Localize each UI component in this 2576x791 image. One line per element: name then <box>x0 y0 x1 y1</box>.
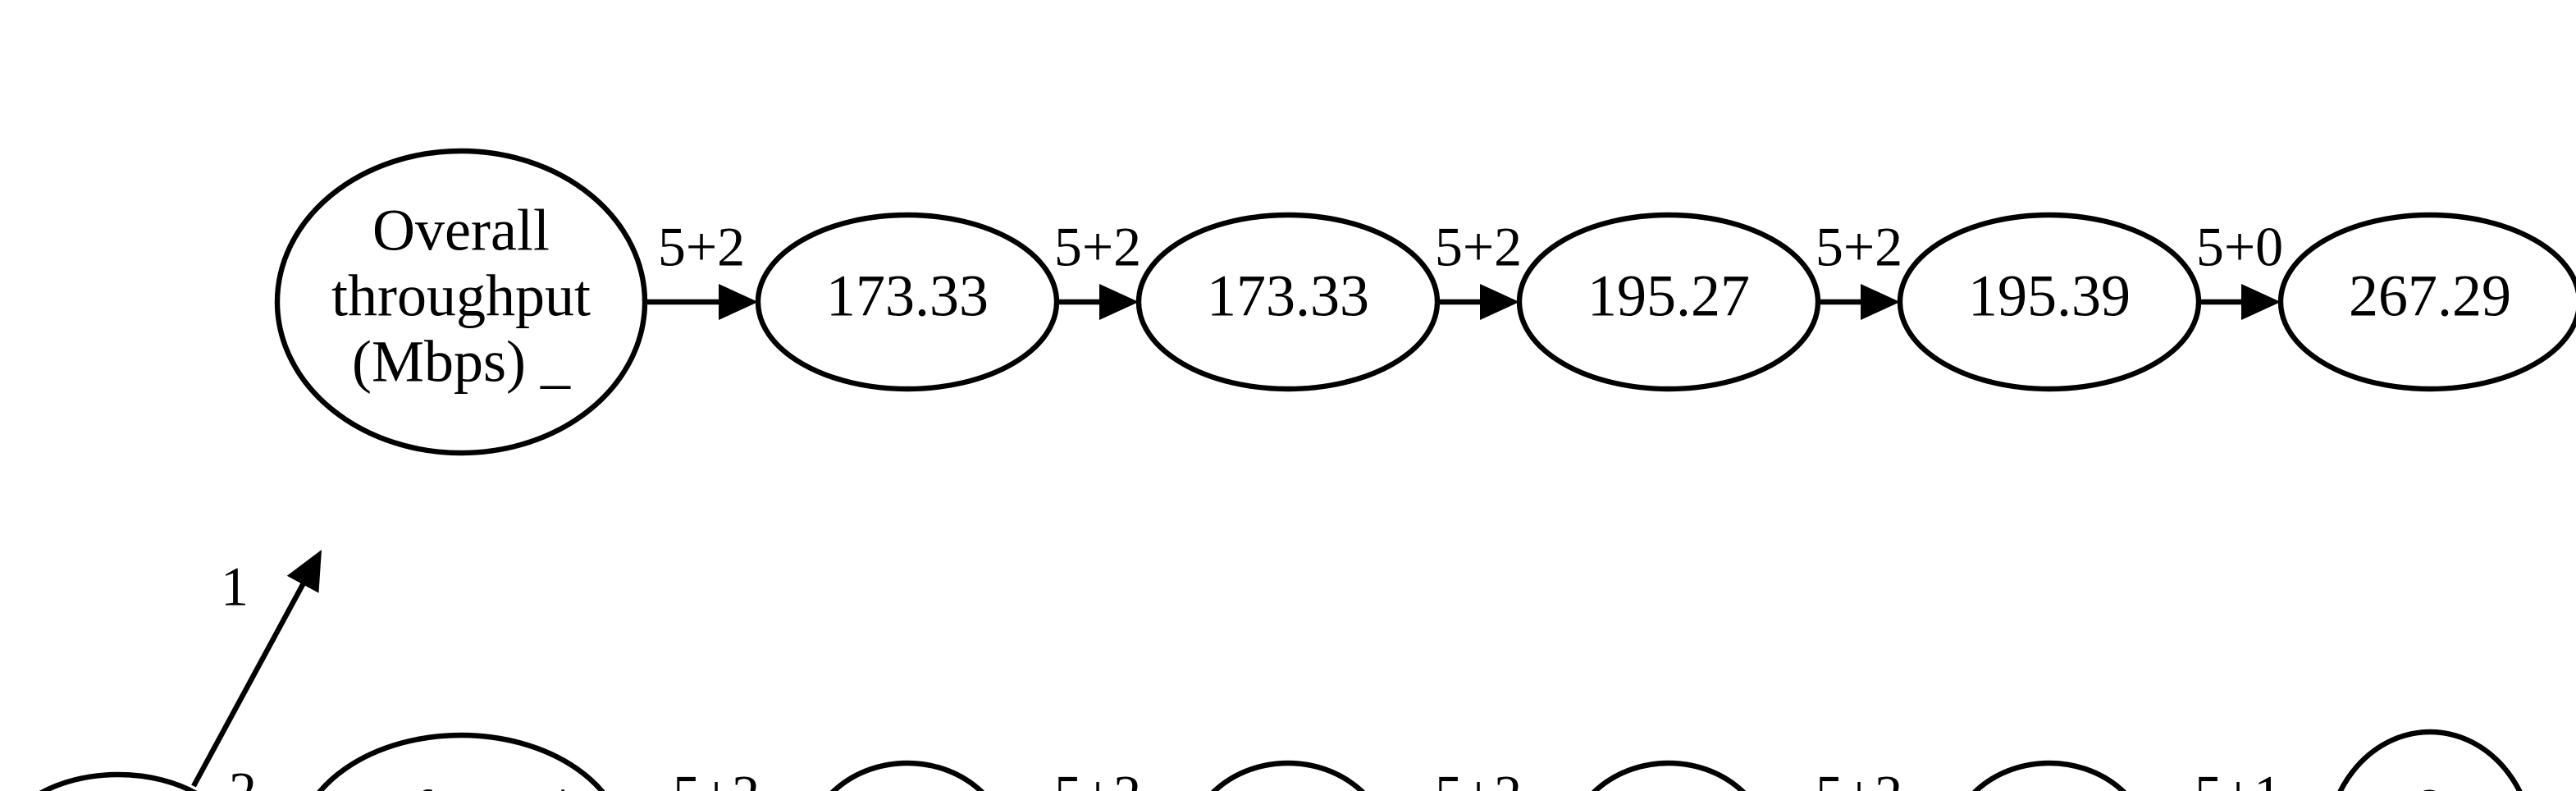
edge-node-overall-throughput-to-node-t1-arrowhead <box>719 284 758 320</box>
edge-label-node-t4-to-node-t5: 5+0 <box>2196 216 2283 278</box>
edge-label-branch-1: 1 <box>221 556 249 618</box>
edge-label-node-a2-to-node-a3: 5+2 <box>1435 764 1522 791</box>
edge-label-node-num-aps-to-node-a1: 5+2 <box>673 764 760 791</box>
node-overall-throughput-label: Overall <box>372 198 550 263</box>
node-t3-label: 195.27 <box>1587 263 1750 329</box>
node-t4-shape <box>1897 212 2202 392</box>
node-num-aps[interactable]: #of APs |(E1) <box>297 732 625 791</box>
edge-node-t1-to-node-t2 <box>1057 284 1139 320</box>
edge-branch-1-line <box>191 578 308 788</box>
node-a4[interactable]: 3 <box>1949 760 2149 791</box>
node-t4[interactable]: 195.39 <box>1897 212 2202 392</box>
node-a3-shape <box>1591 760 1747 791</box>
node-overall-throughput-label: throughput <box>331 263 591 329</box>
edge-node-t4-to-node-t5 <box>2199 284 2281 320</box>
node-a4-shape <box>1971 760 2127 791</box>
edges-layer <box>191 284 2281 788</box>
node-a5[interactable]: 9Se <box>2327 729 2533 791</box>
labels-layer: 1235+25+25+25+25+05+25+25+25+25+15+25+25… <box>221 216 2283 791</box>
node-overall-throughput-label: (Mbps) _ <box>352 329 571 395</box>
node-a5-label: 9 <box>2414 776 2446 791</box>
node-root-shape <box>39 771 198 791</box>
edge-node-t3-to-node-t4-arrowhead <box>1861 284 1900 320</box>
edge-node-overall-throughput-to-node-t1 <box>645 284 758 320</box>
edge-label-node-t3-to-node-t4: 5+2 <box>1816 216 1902 278</box>
edge-node-t4-to-node-t5-arrowhead <box>2241 284 2281 320</box>
edge-node-t2-to-node-t3-arrowhead <box>1480 284 1519 320</box>
edge-label-branch-2: 2 <box>229 761 257 791</box>
node-t1-shape <box>755 212 1060 392</box>
edge-branch-1-arrowhead <box>286 550 322 593</box>
node-num-aps-shape <box>317 732 605 791</box>
node-a2[interactable]: 4 <box>1188 760 1388 791</box>
node-a5-shape <box>2337 729 2523 791</box>
node-a1[interactable]: 4 <box>807 760 1007 791</box>
node-t5[interactable]: 267.29 <box>2277 212 2576 392</box>
node-t4-label: 195.39 <box>1968 263 2131 329</box>
edge-label-node-t1-to-node-t2: 5+2 <box>1054 216 1141 278</box>
node-root[interactable]: root <box>0 771 236 791</box>
node-t3-shape <box>1516 212 1821 392</box>
node-t5-label: 267.29 <box>2349 263 2511 329</box>
node-a1-shape <box>829 760 985 791</box>
node-t1-label: 173.33 <box>826 263 989 329</box>
node-t2-label: 173.33 <box>1207 263 1369 329</box>
edge-node-t3-to-node-t4 <box>1818 284 1900 320</box>
node-t5-shape <box>2277 212 2576 392</box>
edge-label-node-a1-to-node-a2: 5+2 <box>1054 764 1141 791</box>
node-overall-throughput-shape <box>274 148 648 456</box>
edge-node-t2-to-node-t3 <box>1437 284 1519 320</box>
edge-label-node-overall-throughput-to-node-t1: 5+2 <box>658 216 745 278</box>
node-t2-shape <box>1135 212 1441 392</box>
edge-branch-1 <box>191 550 322 788</box>
node-t2[interactable]: 173.33 <box>1135 212 1441 392</box>
edge-label-node-a4-to-node-a5: 5+1 <box>2195 764 2281 791</box>
node-a2-shape <box>1210 760 1366 791</box>
node-a3[interactable]: 4 <box>1569 760 1769 791</box>
edge-label-node-t2-to-node-t3: 5+2 <box>1435 216 1522 278</box>
node-num-aps-label: #of APs | <box>354 779 569 791</box>
node-t3[interactable]: 195.27 <box>1516 212 1821 392</box>
edge-node-t1-to-node-t2-arrowhead <box>1099 284 1139 320</box>
node-t1[interactable]: 173.33 <box>755 212 1060 392</box>
edge-label-node-a3-to-node-a4: 5+2 <box>1816 764 1902 791</box>
